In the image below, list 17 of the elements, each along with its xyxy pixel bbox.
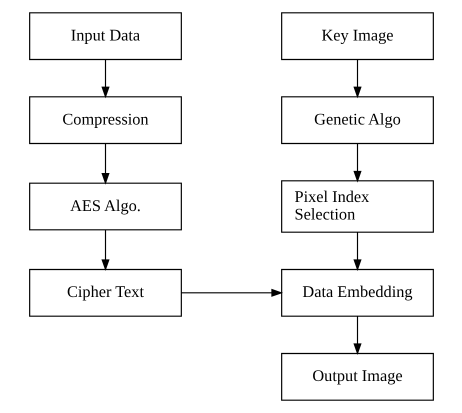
- arrow: [352, 232, 362, 272]
- arrow: [352, 60, 362, 98]
- arrow: [100, 230, 110, 272]
- node-box: Pixel Index Selection: [280, 180, 434, 233]
- node-box: AES Algo.: [28, 182, 182, 230]
- node-box: Data Embedding: [280, 268, 434, 317]
- node-box: Cipher Text: [28, 268, 182, 317]
- node-box: Output Image: [280, 352, 434, 401]
- arrow: [352, 316, 362, 356]
- node-box: Input Data: [28, 12, 182, 60]
- arrow: [180, 288, 283, 297]
- arrow: [352, 144, 362, 183]
- arrow: [100, 144, 110, 185]
- arrow: [100, 60, 110, 98]
- node-box: Key Image: [280, 12, 434, 60]
- node-box: Compression: [28, 96, 182, 144]
- node-box: Genetic Algo: [280, 96, 434, 144]
